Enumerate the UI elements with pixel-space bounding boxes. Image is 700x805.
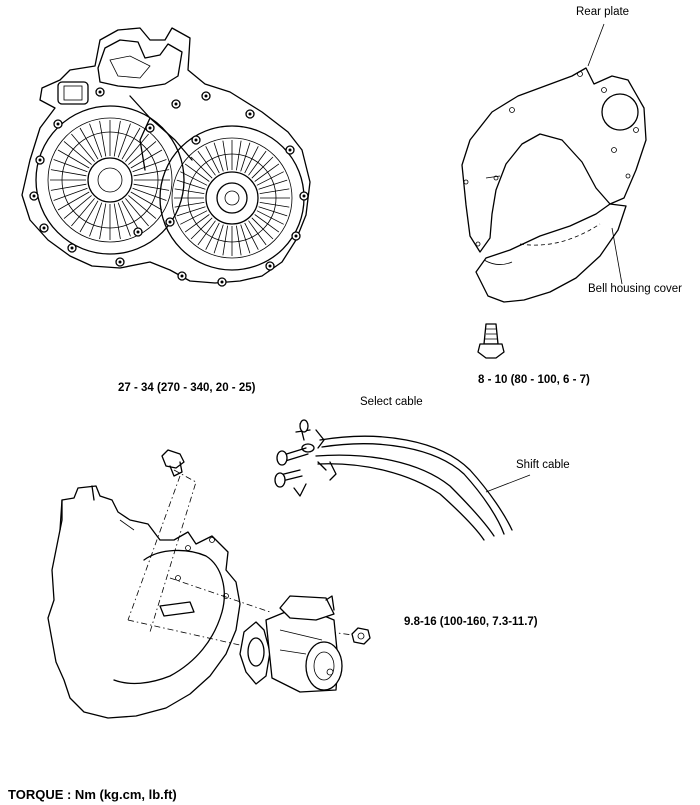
starter-nut-icon <box>351 627 371 645</box>
transaxle-mount-torque-label: 27 - 34 (270 - 340, 20 - 25) <box>118 382 256 394</box>
transaxle-assembly-illustration <box>21 27 311 287</box>
housing-bolt-icon <box>161 449 185 477</box>
shift-select-cables-illustration <box>274 419 513 541</box>
rear-plate-illustration <box>461 67 647 253</box>
bell-housing-cover-illustration <box>475 203 627 303</box>
leader-lines <box>485 23 623 493</box>
bell-housing-bolt-icon <box>477 323 505 359</box>
starter-torque-label: 9.8-16 (100-160, 7.3-11.7) <box>404 616 538 628</box>
bell-housing-cover-label: Bell housing cover <box>588 283 682 295</box>
shift-cable-label: Shift cable <box>516 459 570 471</box>
starter-motor-illustration <box>239 595 343 693</box>
rear-plate-label: Rear plate <box>576 6 630 18</box>
lower-transaxle-outline <box>47 485 241 719</box>
torque-units-footer: TORQUE : Nm (kg.cm, lb.ft) <box>8 787 177 802</box>
select-cable-label: Select cable <box>360 396 423 408</box>
bell-housing-bolt-torque-label: 8 - 10 (80 - 100, 6 - 7) <box>478 374 590 386</box>
